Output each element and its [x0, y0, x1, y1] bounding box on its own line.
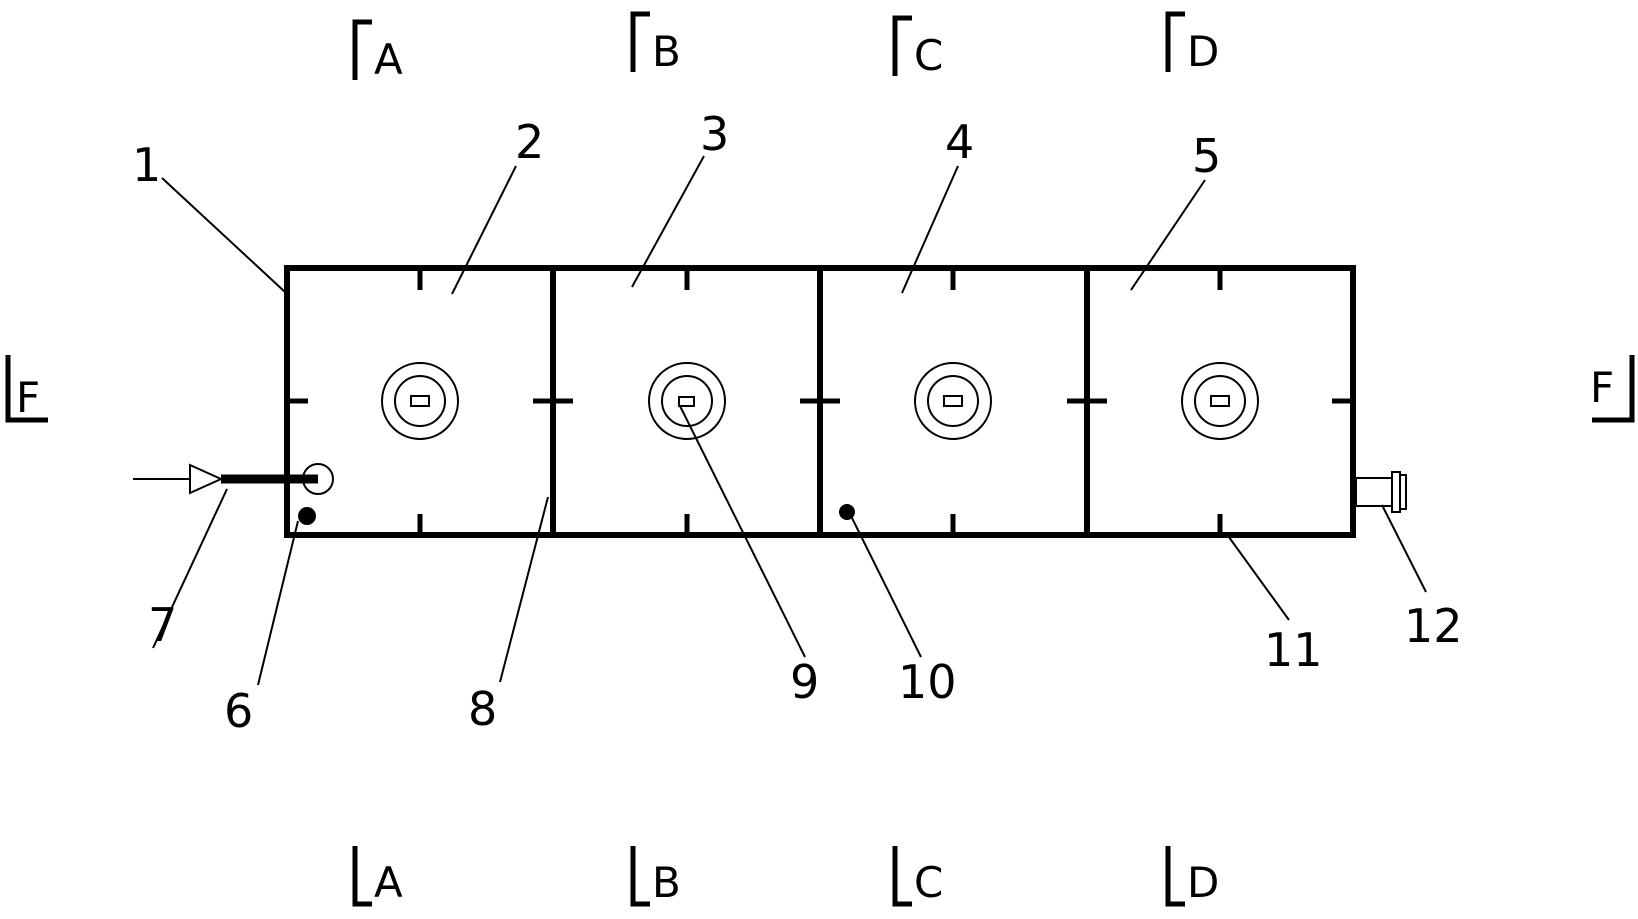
center-fixture-2	[648, 362, 726, 440]
section-marker-top-d: D	[1165, 11, 1219, 76]
part-label-11: 11	[1264, 623, 1323, 677]
dot-6	[298, 507, 316, 525]
part-label-5: 5	[1192, 129, 1221, 183]
outlet-nozzle	[1355, 471, 1407, 513]
svg-text:D: D	[1187, 858, 1219, 907]
inlet-pipe	[133, 463, 334, 495]
part-label-1: 1	[132, 138, 161, 192]
section-marker-top-c: C	[892, 15, 943, 80]
section-marker-left-f: F	[5, 355, 48, 423]
svg-text:D: D	[1187, 27, 1219, 76]
svg-text:C: C	[914, 31, 943, 80]
svg-text:A: A	[374, 35, 403, 84]
section-marker-bottom-b: B	[630, 846, 681, 907]
part-label-4: 4	[945, 115, 974, 169]
section-marker-bottom-c: C	[892, 846, 943, 907]
section-marker-bottom-d: D	[1165, 846, 1219, 907]
svg-text:B: B	[652, 858, 681, 907]
svg-text:A: A	[374, 858, 403, 907]
wall-ticks	[290, 271, 1350, 533]
dot-10	[839, 504, 855, 520]
part-label-10: 10	[898, 655, 957, 709]
part-label-12: 12	[1404, 599, 1463, 653]
section-marker-top-a: A	[352, 19, 403, 84]
svg-text:C: C	[914, 858, 943, 907]
center-fixture-3	[914, 362, 992, 440]
svg-text:F: F	[16, 373, 40, 422]
part-label-8: 8	[468, 682, 497, 736]
part-label-3: 3	[700, 107, 729, 161]
section-marker-bottom-a: A	[352, 846, 403, 907]
section-marker-top-b: B	[630, 11, 681, 76]
leader-lines	[152, 155, 1427, 686]
part-label-9: 9	[790, 655, 819, 709]
center-fixture-4	[1181, 362, 1259, 440]
svg-text:F: F	[1590, 363, 1614, 412]
part-label-2: 2	[515, 115, 544, 169]
center-fixture-1	[381, 362, 459, 440]
part-label-7: 7	[148, 598, 177, 652]
svg-text:B: B	[652, 27, 681, 76]
section-marker-right-f: F	[1590, 355, 1635, 423]
part-label-6: 6	[224, 684, 253, 738]
